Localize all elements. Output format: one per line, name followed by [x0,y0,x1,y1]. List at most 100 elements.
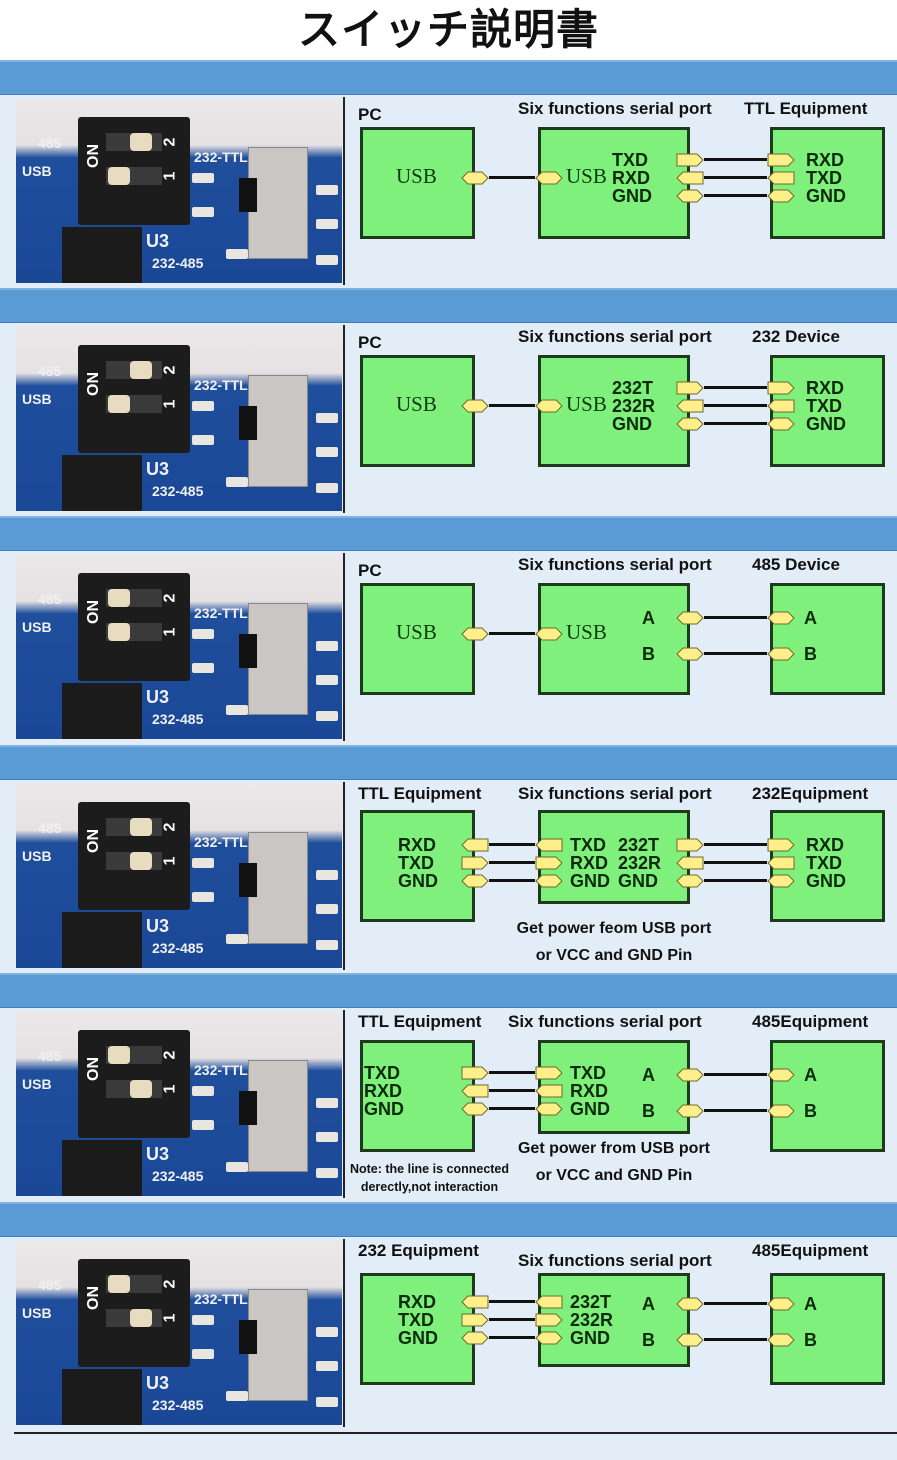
solder-pad [226,249,248,259]
dip-knob-2 [108,1275,130,1293]
dip-knob-2 [130,361,152,379]
ic-chip [62,1369,142,1425]
serial-port-box [538,810,690,904]
right-pin-label: GND [806,414,846,434]
pcb-label-sw1: 1 [161,399,179,409]
port-left-pin-label: GND [570,871,610,891]
pcb-label-on: ON [85,829,102,853]
solder-pad [316,185,338,195]
right-device-title: 485Equipment [752,1012,869,1031]
pcb-label-232-485: 232-485 [152,1168,204,1184]
page-title: スイッチ説明書 [0,0,897,60]
pin-connector [767,1068,795,1082]
pin-connector [676,647,704,661]
usb-connector [461,627,489,641]
right-pin-label: TXD [806,853,842,873]
left-device-title: PC [358,561,382,580]
pin-connector [535,1313,563,1327]
pc-usb-label: USB [396,164,437,188]
solder-pad [316,1327,338,1337]
pcb-label-485: 485 [38,135,62,151]
solder-pad [316,413,338,423]
pcb-label-sw2: 2 [161,593,179,603]
pcb-label-sw1: 1 [161,171,179,181]
pin-connector [461,1066,489,1080]
right-pin-label: A [804,1065,817,1085]
port-right-pin-label: TXD [612,150,648,170]
slide-switch-knob [239,178,257,212]
wire [489,1107,535,1110]
wire [489,879,535,882]
panel-divider [343,325,345,513]
pin-connector [767,874,795,888]
pin-connector [535,1084,563,1098]
solder-pad [226,1391,248,1401]
solder-pad [192,629,214,639]
side-note: derectly,not interaction [360,1180,499,1194]
pcb-label-232-485: 232-485 [152,483,204,499]
pcb-label-ttl: 232-TTL [194,605,248,621]
pin-connector [461,1331,489,1345]
pcb-label-ttl: 232-TTL [194,1291,248,1307]
solder-pad [192,663,214,673]
left-pin-label: RXD [364,1081,403,1101]
pcb-label-on: ON [85,1057,102,1081]
slide-switch [239,375,308,487]
pcb-label-sw2: 2 [161,1279,179,1289]
pin-connector [676,171,704,185]
pin-connector [676,381,704,395]
left-device-title: 232 Equipment [358,1241,479,1260]
separator-band [0,60,897,96]
pcb-label-485: 485 [38,591,62,607]
wire [489,843,535,846]
solder-pad [226,934,248,944]
port-right-pin-label: 232R [618,853,662,873]
solder-pad [316,1132,338,1142]
side-note: Note: the line is connected [349,1162,510,1176]
pin-connector [676,189,704,203]
pcb-label-u3: U3 [146,459,170,479]
left-pin-label: TXD [364,1063,400,1083]
separator-band [0,516,897,552]
slide-switch-knob [239,1091,257,1125]
pcb-label-on: ON [85,600,102,624]
pcb-label-232-485: 232-485 [152,1397,204,1413]
ic-chip [62,1140,142,1196]
port-right-pin-label: A [642,608,655,628]
pcb-label-usb: USB [22,163,52,179]
solder-pad [226,477,248,487]
solder-pad [316,940,338,950]
pcb-label-on: ON [85,144,102,168]
solder-pad [316,447,338,457]
right-device-title: 232 Device [752,327,840,346]
serial-port-box [538,583,690,695]
dip-knob-1 [108,395,130,413]
pin-connector [676,399,704,413]
pin-connector [535,856,563,870]
left-pin-label: GND [398,1328,438,1348]
right-pin-label: B [804,644,817,664]
wire [704,1302,767,1305]
pcb-label-usb: USB [22,1305,52,1321]
usb-connector [461,399,489,413]
solder-pad [316,641,338,651]
pin-connector [461,856,489,870]
pin-connector [676,874,704,888]
solder-pad [316,904,338,914]
left-device-box [360,127,475,239]
port-right-pin-label: B [642,1330,655,1350]
dip-knob-2 [108,589,130,607]
port-left-pin-label: RXD [570,853,609,873]
right-pin-label: RXD [806,835,845,855]
pcb-label-u3: U3 [146,1373,170,1393]
wire [489,1300,535,1303]
panel-divider [343,553,345,741]
right-device-title: 485Equipment [752,1241,869,1260]
